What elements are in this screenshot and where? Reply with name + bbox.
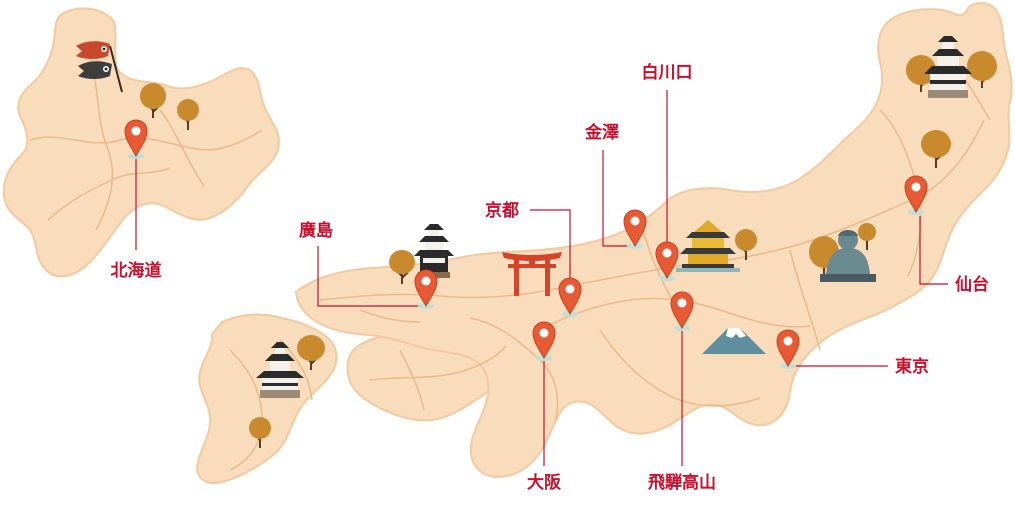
label-kanazawa[interactable]: 金澤 <box>584 122 619 143</box>
castle-icon <box>256 342 304 398</box>
map-pin-hiroshima[interactable] <box>414 269 438 309</box>
castle-icon <box>414 224 454 278</box>
landmass-honshu <box>294 2 1013 478</box>
map-pin-shirakawago[interactable] <box>655 241 679 281</box>
label-tokyo[interactable]: 東京 <box>895 356 929 377</box>
map-pins <box>124 119 928 369</box>
landmarks <box>76 36 972 398</box>
tree-icon <box>858 223 876 250</box>
label-shirakawago[interactable]: 白川口 <box>642 62 693 83</box>
label-osaka[interactable]: 大阪 <box>527 472 561 493</box>
tree-icon <box>140 83 166 118</box>
koinobori-icon <box>76 41 123 93</box>
tree-icon <box>177 99 199 130</box>
map-pin-kanazawa[interactable] <box>623 209 647 249</box>
tree-icon <box>921 130 951 168</box>
castle-icon <box>924 36 972 98</box>
label-takayama[interactable]: 飛騨高山 <box>647 472 716 493</box>
label-hiroshima[interactable]: 廣島 <box>299 220 333 241</box>
tree-icon <box>906 55 936 92</box>
place-labels: 北海道 廣島 京都 金澤 白川口 仙台 東京 大阪 飛騨高山 <box>111 62 990 493</box>
label-sendai[interactable]: 仙台 <box>955 274 989 295</box>
torii-gate-icon <box>502 252 562 296</box>
leader-lines <box>135 90 948 466</box>
tree-icon <box>967 51 997 88</box>
golden-pavilion-icon <box>676 220 740 272</box>
tree-icon <box>389 250 415 284</box>
label-hokkaido[interactable]: 北海道 <box>111 260 162 281</box>
tree-icon <box>249 417 271 448</box>
great-buddha-icon <box>820 230 876 282</box>
map-pin-tokyo[interactable] <box>776 329 800 369</box>
trees <box>140 51 997 448</box>
map-pin-takayama[interactable] <box>670 291 694 331</box>
mount-fuji-icon <box>702 328 766 354</box>
label-kyoto[interactable]: 京都 <box>485 200 519 221</box>
map-pin-osaka[interactable] <box>532 321 556 361</box>
tree-icon <box>735 229 757 260</box>
tree-icon <box>297 335 325 370</box>
map-pin-kyoto[interactable] <box>558 277 582 317</box>
map-pin-hokkaido[interactable] <box>124 119 148 159</box>
map-pin-sendai[interactable] <box>904 175 928 215</box>
land-masses <box>2 2 1013 484</box>
